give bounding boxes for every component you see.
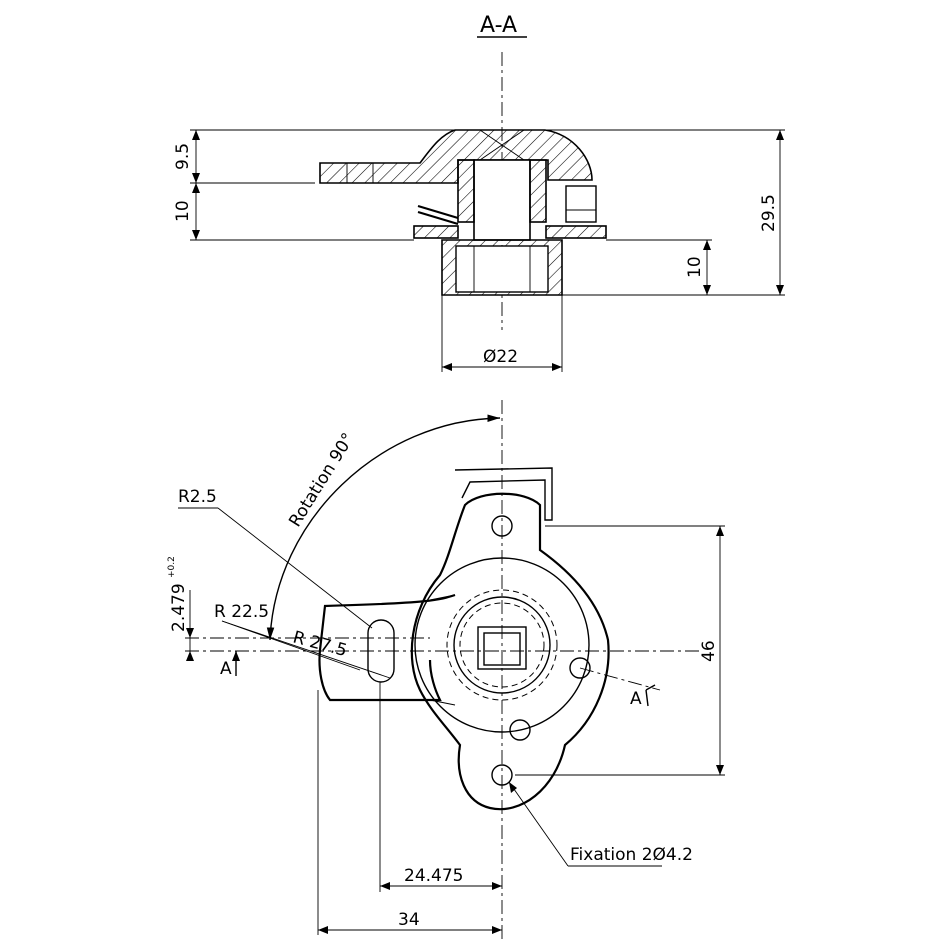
dim-29-5: 29.5 [759,194,779,232]
fixing-hole-bottom [491,764,513,786]
rotor-outer [414,557,590,733]
spring [417,204,459,226]
dim-10-right: 10 [685,256,705,278]
section-marker-left: A [220,659,232,679]
front-view: Rotation 90° R2.5 R 22.5 R 27.5 2.479 +0… [167,400,725,940]
shaft-bore [473,159,531,241]
dim-34: 34 [398,910,420,930]
dim-2-479: 2.479 [169,583,189,632]
square-drive [477,626,527,670]
dim-10-left: 10 [173,200,193,222]
dim-2-479-tolerance: +0.2 [167,556,177,578]
dim-9-5: 9.5 [173,143,193,170]
radius-22-5: R 22.5 [214,602,269,622]
section-title: A-A [480,13,517,38]
arm-section [319,129,593,184]
hole-lower [509,719,531,741]
section-view: A-A 9.5 10 [173,13,785,372]
fixation-label: Fixation 2Ø4.2 [570,845,693,865]
mounting-plate [410,492,610,811]
dim-24-475: 24.475 [404,866,463,886]
hole-right [569,657,591,679]
radius-2-5: R2.5 [178,487,217,507]
rotation-arc [266,414,501,641]
dim-46: 46 [699,640,719,662]
section-marker-right: A [630,689,642,709]
dim-dia-22: Ø22 [483,347,518,367]
rotor-inner-hidden [446,589,558,701]
screw-head [565,185,597,223]
